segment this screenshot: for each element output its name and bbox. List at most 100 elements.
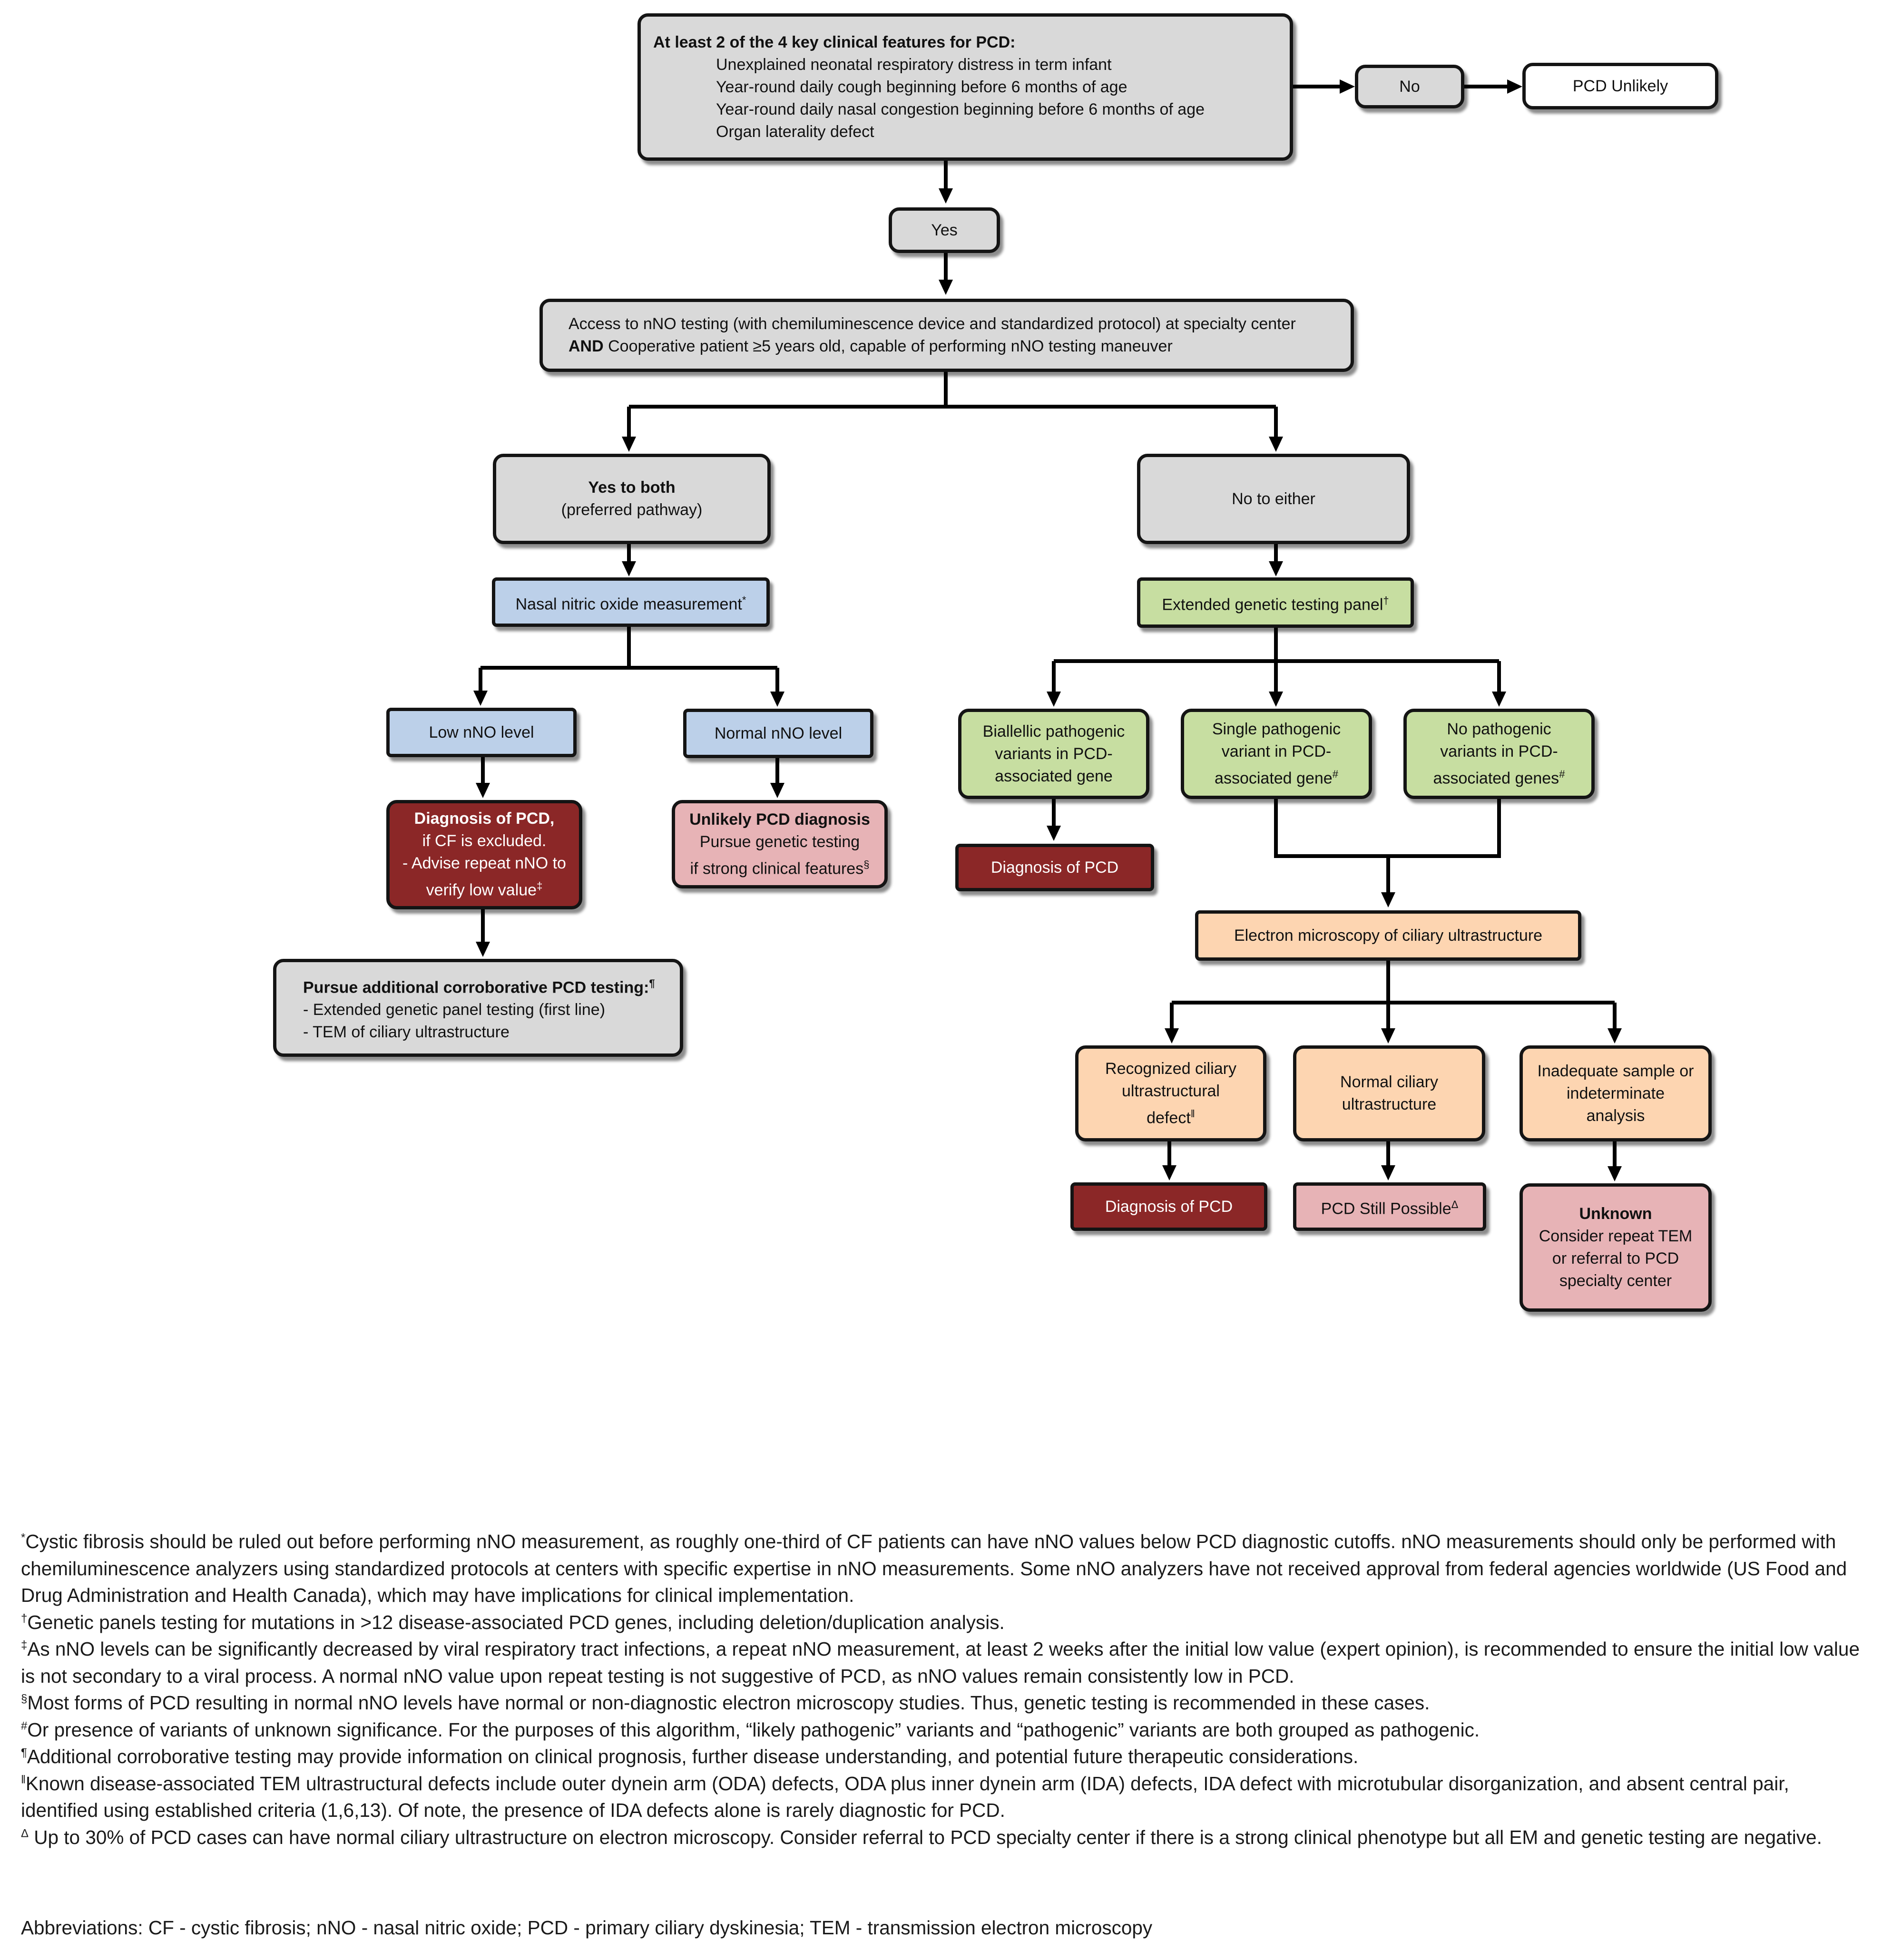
pursue-line: - TEM of ciliary ultrastructure (303, 1023, 510, 1042)
footnote: §Most forms of PCD resulting in normal n… (21, 1689, 1872, 1716)
access-box: Access to nNO testing (with chemilumines… (539, 299, 1354, 372)
diagnosis-line: - Advise repeat nNO to (402, 854, 566, 873)
extended-genetic-panel-box: Extended genetic testing panel† (1137, 577, 1414, 628)
single-line-text: associated gene (1215, 769, 1333, 788)
inadequate-line: Inadequate sample or (1537, 1062, 1694, 1080)
criterion-item: Organ laterality defect (716, 122, 874, 141)
footnote-mark: * (742, 594, 746, 606)
no-variants-line: associated genes# (1433, 763, 1565, 790)
normal-ultra-line: ultrastructure (1342, 1095, 1437, 1113)
recognized-line: defect‖ (1147, 1102, 1195, 1129)
recognized-line: ultrastructural (1122, 1082, 1220, 1100)
access-line-1: Access to nNO testing (with chemilumines… (569, 315, 1296, 333)
unknown-line: or referral to PCD (1552, 1249, 1679, 1268)
diagnosis-pcd-em-box: Diagnosis of PCD (1070, 1182, 1267, 1231)
biallelic-line: variants in PCD- (995, 744, 1113, 763)
footnote: ‖Known disease-associated TEM ultrastruc… (21, 1770, 1872, 1824)
footnote-mark: ‖ (1190, 1107, 1195, 1120)
unlikely-pcd-box: Unlikely PCD diagnosis Pursue genetic te… (672, 800, 888, 888)
footnote-mark: ‡ (537, 880, 543, 892)
footnote: #Or presence of variants of unknown sign… (21, 1716, 1872, 1744)
no-label: No (1399, 77, 1420, 96)
no-variants-line-text: associated genes (1433, 769, 1559, 788)
pursue-testing-box: Pursue additional corroborative PCD test… (273, 959, 683, 1057)
inadequate-sample-box: Inadequate sample or indeterminate analy… (1519, 1045, 1712, 1141)
footnote: ¶Additional corroborative testing may pr… (21, 1743, 1872, 1770)
unlikely-title: Unlikely PCD diagnosis (689, 810, 870, 829)
criterion-item: Year-round daily cough beginning before … (716, 78, 1127, 96)
low-nno-box: Low nNO level (386, 708, 577, 757)
footnote-mark: § (863, 858, 870, 870)
footnote-mark: † (1383, 594, 1389, 606)
extended-genetic-panel-label: Extended genetic testing panel† (1162, 589, 1389, 616)
access-line-2: AND Cooperative patient ≥5 years old, ca… (569, 335, 1173, 358)
footnote-mark: ¶ (649, 977, 655, 989)
diagnosis-title: Diagnosis of PCD, (414, 809, 555, 828)
yes-label: Yes (931, 221, 958, 239)
no-variants-box: No pathogenic variants in PCD- associate… (1403, 709, 1595, 799)
normal-nno-box: Normal nNO level (683, 709, 873, 758)
footnote-text: Known disease-associated TEM ultrastruct… (21, 1772, 1789, 1822)
no-to-either-box: No to either (1137, 454, 1410, 544)
diagnosis-pcd-cf-box: Diagnosis of PCD, if CF is excluded. - A… (386, 800, 582, 909)
diagnosis-line: verify low value‡ (426, 875, 543, 901)
footnote-mark: Δ (21, 1827, 29, 1840)
recognized-defect-box: Recognized ciliary ultrastructural defec… (1075, 1045, 1266, 1141)
recognized-line-text: defect (1147, 1109, 1191, 1127)
yes-to-both-subtitle: (preferred pathway) (561, 501, 703, 519)
footnote: †Genetic panels testing for mutations in… (21, 1609, 1872, 1636)
pursue-line: - Extended genetic panel testing (first … (303, 1001, 606, 1019)
footnote: Δ Up to 30% of PCD cases can have normal… (21, 1824, 1872, 1851)
nasal-nitric-oxide-box: Nasal nitric oxide measurement* (492, 577, 770, 627)
footnote-mark: # (1559, 768, 1565, 780)
electron-microscopy-box: Electron microscopy of ciliary ultrastru… (1195, 910, 1581, 961)
footnote-mark: * (21, 1531, 26, 1544)
footnote-mark: § (21, 1692, 28, 1706)
footnote-text: Up to 30% of PCD cases can have normal c… (29, 1826, 1822, 1848)
pcd-still-possible-box: PCD Still PossibleΔ (1293, 1182, 1486, 1231)
diagnosis-pcd-genetic-label: Diagnosis of PCD (990, 858, 1119, 877)
unlikely-line-text: if strong clinical features (690, 859, 864, 878)
biallelic-line: associated gene (995, 767, 1113, 785)
criterion-item: Year-round daily nasal congestion beginn… (716, 100, 1205, 118)
electron-microscopy-label: Electron microscopy of ciliary ultrastru… (1234, 926, 1543, 945)
connector-lines (473, 79, 1622, 1181)
recognized-line: Recognized ciliary (1105, 1059, 1236, 1078)
footnote-text: Genetic panels testing for mutations in … (27, 1611, 1005, 1633)
single-line: Single pathogenic (1212, 720, 1341, 738)
normal-nno-label: Normal nNO level (714, 724, 843, 742)
pcd-unlikely-box: PCD Unlikely (1522, 63, 1718, 109)
footnote-text: As nNO levels can be significantly decre… (21, 1638, 1860, 1687)
low-nno-label: Low nNO level (429, 723, 534, 741)
start-criteria-title: At least 2 of the 4 key clinical feature… (653, 33, 1016, 51)
normal-ultrastructure-box: Normal ciliary ultrastructure (1293, 1045, 1485, 1141)
pursue-title-text: Pursue additional corroborative PCD test… (303, 978, 649, 997)
footnote-text: Or presence of variants of unknown signi… (27, 1718, 1480, 1741)
inadequate-line: indeterminate (1566, 1084, 1665, 1102)
single-variant-box: Single pathogenic variant in PCD- associ… (1181, 709, 1372, 799)
diagnosis-line-text: verify low value (426, 881, 537, 899)
access-line-2-text: Cooperative patient ≥5 years old, capabl… (603, 337, 1173, 355)
pcd-still-possible-label: PCD Still PossibleΔ (1321, 1193, 1459, 1220)
footnote-mark: # (1332, 768, 1338, 780)
pcd-unlikely-label: PCD Unlikely (1572, 77, 1668, 95)
start-criteria-box: At least 2 of the 4 key clinical feature… (637, 13, 1293, 161)
inadequate-line: analysis (1586, 1106, 1645, 1125)
footnote-mark: † (21, 1612, 28, 1625)
single-line: variant in PCD- (1221, 742, 1332, 761)
yes-to-both-title: Yes to both (588, 478, 676, 497)
footnote: ‡As nNO levels can be significantly decr… (21, 1636, 1872, 1689)
footnote-mark: # (21, 1719, 28, 1732)
access-and: AND (569, 337, 604, 355)
footnote-mark: Δ (1451, 1198, 1459, 1210)
footnotes: *Cystic fibrosis should be ruled out bef… (21, 1528, 1872, 1851)
unknown-line: specialty center (1559, 1272, 1672, 1290)
unknown-title: Unknown (1579, 1205, 1652, 1223)
footnote-text: Cystic fibrosis should be ruled out befo… (21, 1531, 1847, 1606)
unlikely-line: if strong clinical features§ (690, 853, 870, 880)
single-line: associated gene# (1215, 763, 1338, 790)
egp-text: Extended genetic testing panel (1162, 595, 1383, 614)
unknown-line: Consider repeat TEM (1539, 1227, 1693, 1245)
pursue-title: Pursue additional corroborative PCD test… (303, 972, 655, 999)
biallelic-line: Biallellic pathogenic (982, 722, 1125, 741)
